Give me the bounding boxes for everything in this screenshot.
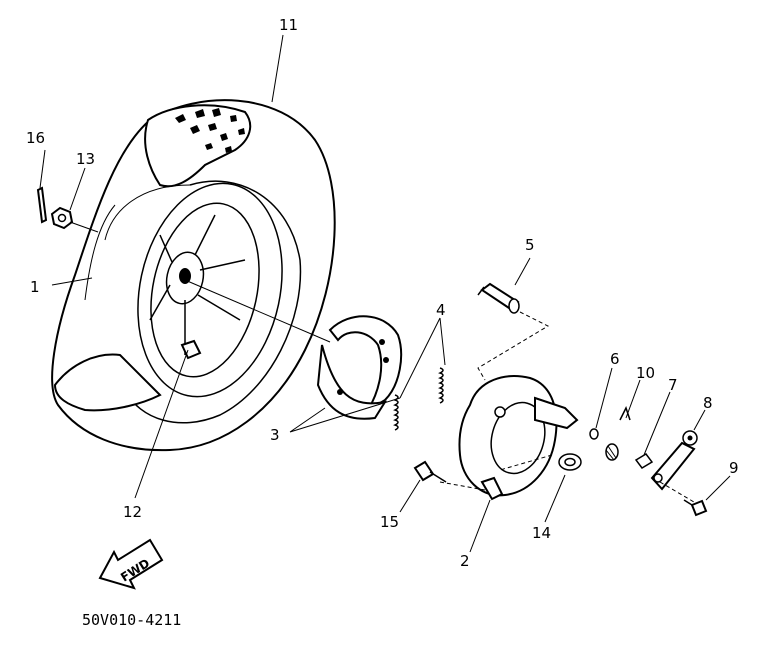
tread-cutaway-top — [144, 104, 252, 188]
callout-1: 1 — [30, 278, 40, 296]
callout-3: 3 — [270, 426, 280, 444]
callout-9: 9 — [729, 459, 739, 477]
return-springs — [393, 367, 444, 431]
brake-shoes — [316, 315, 403, 420]
tread-cutaway-bottom — [53, 353, 162, 412]
wheel-rim-inner — [150, 202, 260, 378]
callout-8: 8 — [703, 394, 713, 412]
brake-camshaft — [477, 282, 520, 314]
callout-4: 4 — [436, 301, 446, 319]
wheel-spokes — [149, 214, 246, 355]
hub-axle-hole — [179, 268, 191, 284]
callout-14: 14 — [532, 524, 551, 542]
wheel-rim-outer — [137, 182, 283, 398]
callout-16: 16 — [26, 129, 45, 147]
tire-shoulder-line — [84, 204, 116, 301]
callout-12: 12 — [123, 503, 142, 521]
callout-6: 6 — [610, 350, 620, 368]
brake-shoe-plate — [458, 375, 579, 501]
small-hardware — [36, 186, 708, 517]
tread-blocks — [175, 108, 245, 153]
leader-lines — [39, 34, 731, 553]
callout-labels: 1 2 3 4 5 6 7 8 9 10 11 12 13 14 15 16 — [26, 16, 739, 570]
callout-15: 15 — [380, 513, 399, 531]
callout-13: 13 — [76, 150, 95, 168]
callout-11: 11 — [279, 16, 298, 34]
forward-direction-arrow: FWD — [98, 538, 164, 590]
callout-5: 5 — [525, 236, 535, 254]
callout-7: 7 — [668, 376, 678, 394]
callout-2: 2 — [460, 552, 470, 570]
tire-sidewall — [124, 180, 302, 424]
figure-code: 50V010-4211 — [82, 611, 181, 629]
rear-wheel-assembly — [51, 99, 336, 452]
callout-10: 10 — [636, 364, 655, 382]
